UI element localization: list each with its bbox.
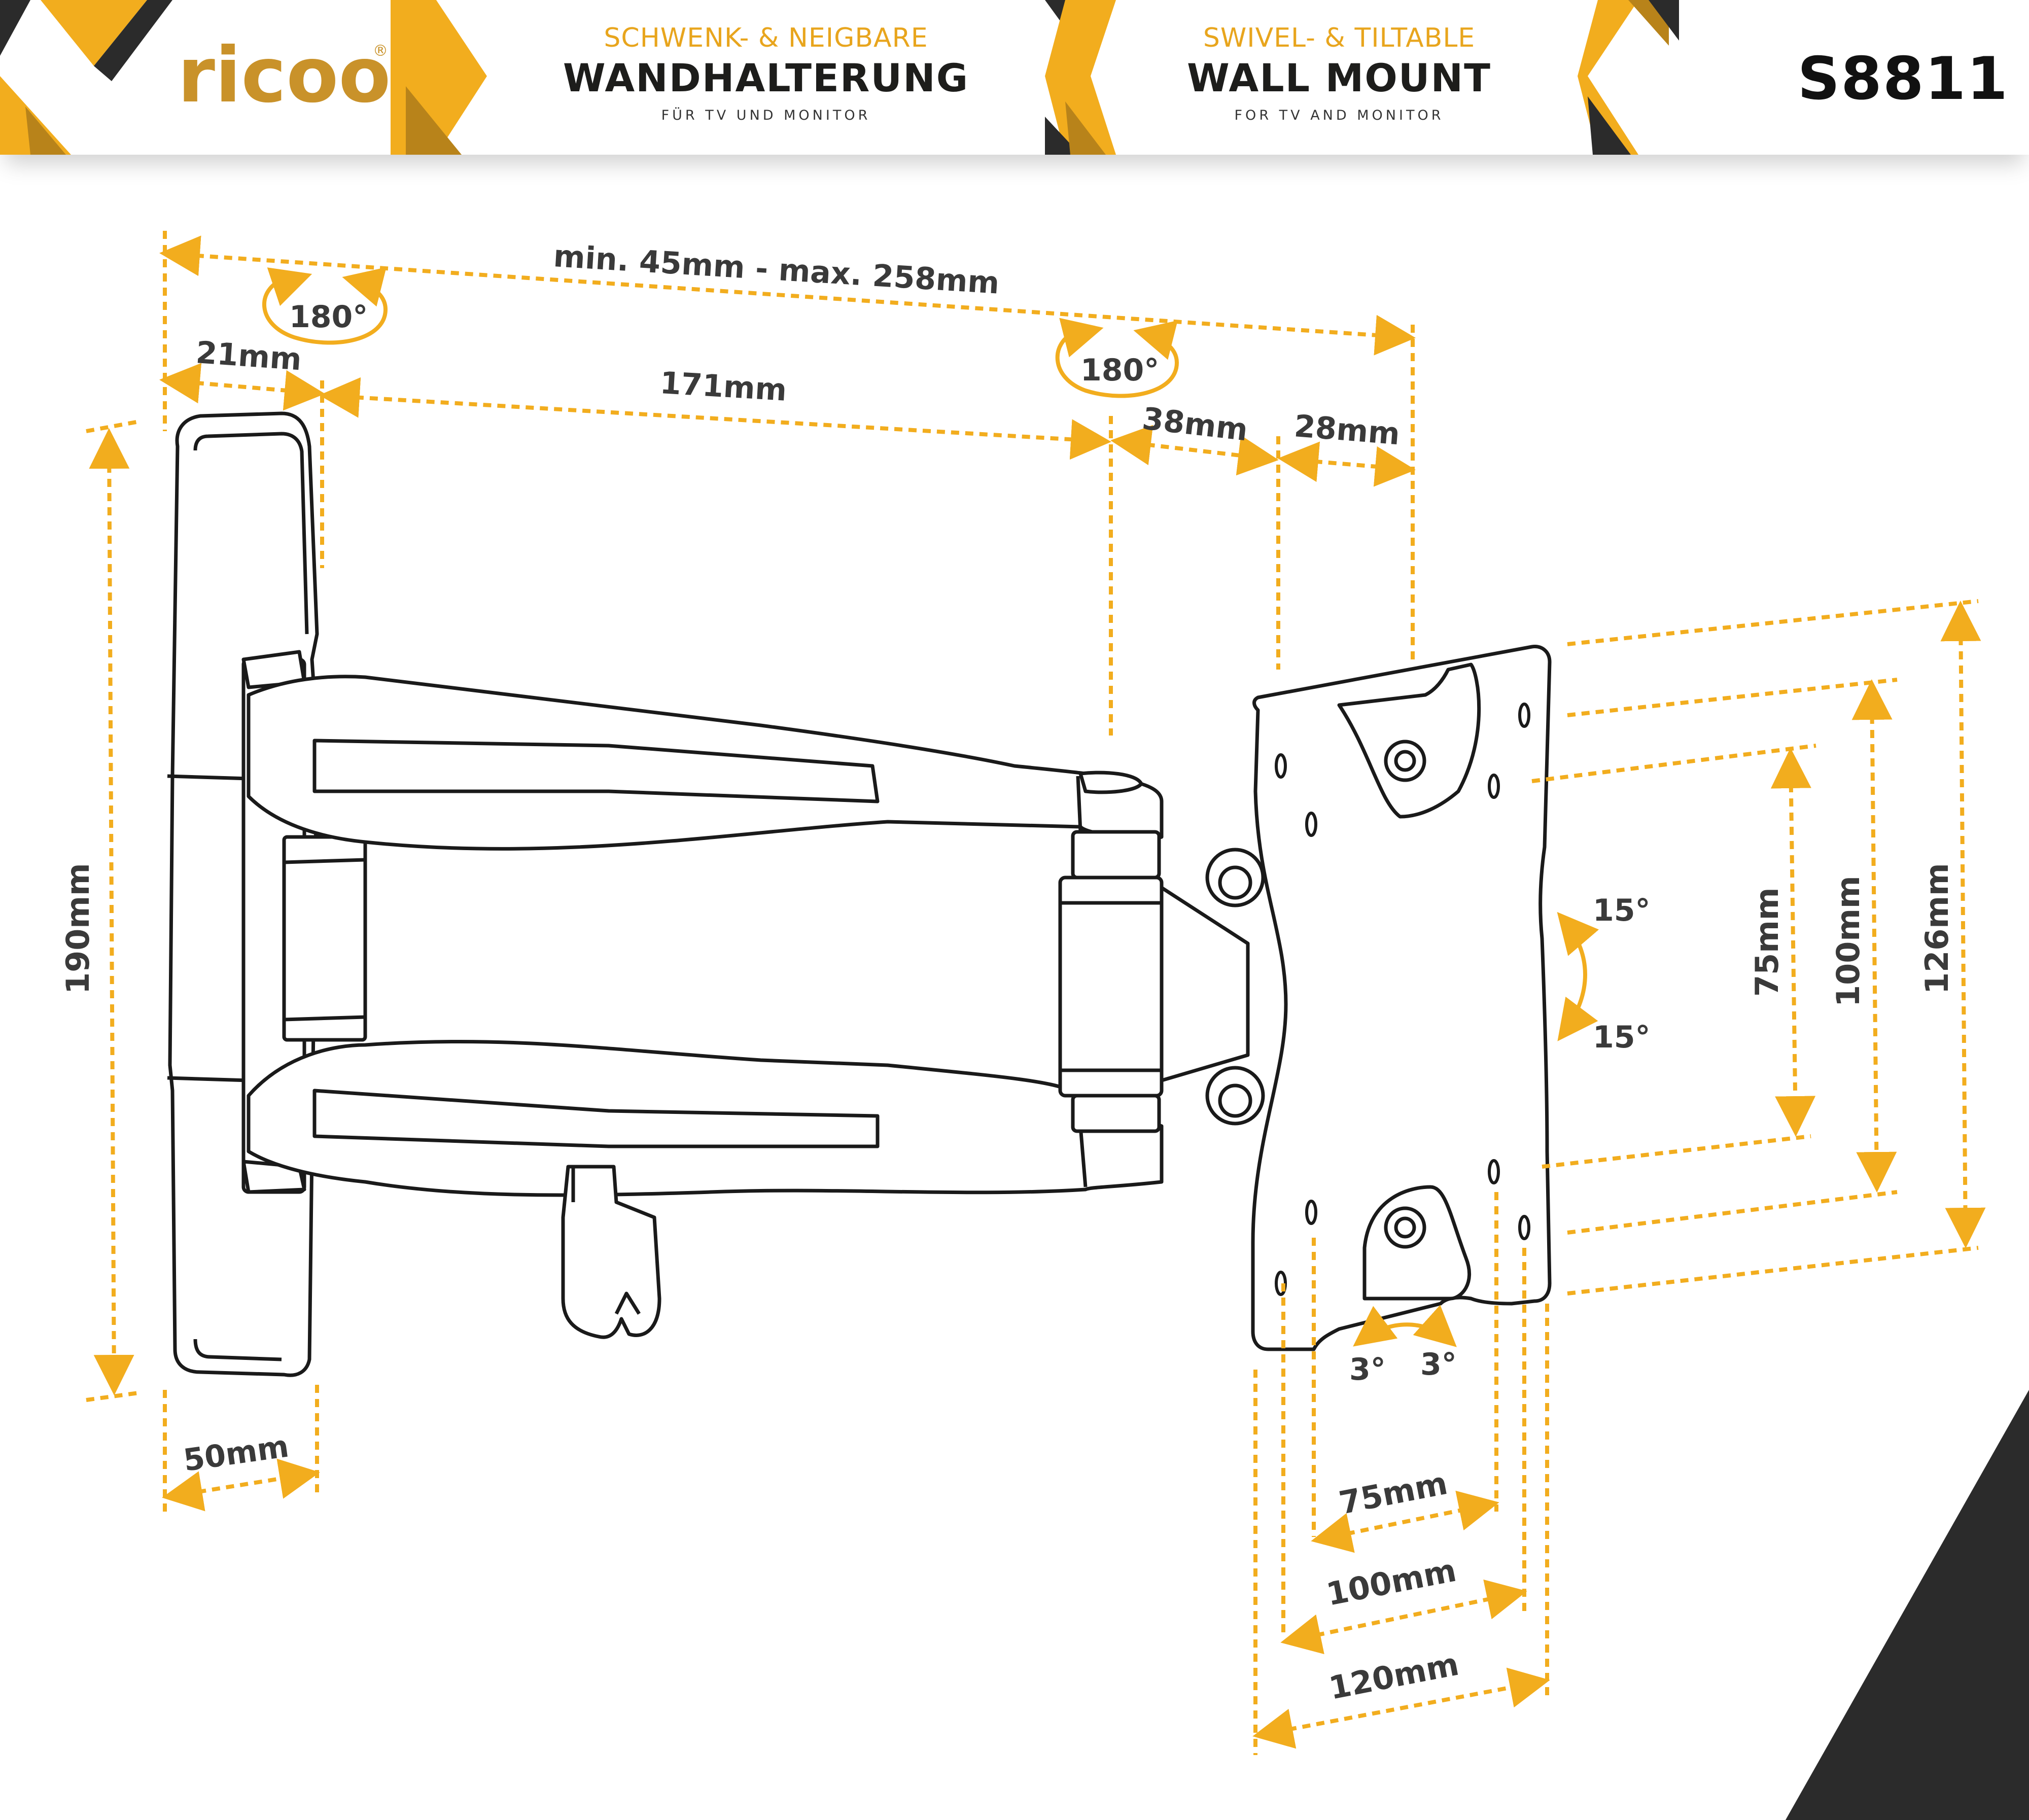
label-tilt-down: 15° [1593, 1020, 1651, 1055]
label-vesa-v3: 126mm [1918, 863, 1955, 994]
rotation-arcs [262, 267, 1599, 1347]
tilt-knobs [1205, 848, 1265, 1126]
title-english: SWIVEL- & TILTABLE WALL MOUNT FOR TV AND… [1096, 23, 1583, 123]
title-german: SCHWENK- & NEIGBARE WANDHALTERUNG FÜR TV… [522, 23, 1009, 123]
dimension-labels: min. 45mm - max. 258mm 180° 180° 21mm 17… [59, 238, 1955, 1707]
subtitle-english: SWIVEL- & TILTABLE [1203, 23, 1476, 53]
label-vesa-h3: 120mm [1326, 1646, 1462, 1707]
vesa-plate [1251, 645, 1552, 1351]
lower-arm [247, 1039, 1164, 1197]
brand-registered-mark: ® [373, 42, 388, 60]
label-total-depth: min. 45mm - max. 258mm [552, 238, 1000, 301]
arm-joint [1058, 830, 1250, 1133]
wall-mount-illustration [167, 411, 1552, 1377]
label-tilt-up: 15° [1593, 893, 1651, 928]
label-vesa-h2: 100mm [1323, 1552, 1459, 1613]
brand-name: ricoo [178, 31, 391, 117]
label-wall-plate-width: 50mm [181, 1429, 291, 1479]
cable-clip [561, 1165, 661, 1339]
product-title-german: WANDHALTERUNG [563, 55, 969, 100]
tagline-german: FÜR TV UND MONITOR [661, 108, 871, 123]
subtitle-german: SCHWENK- & NEIGBARE [604, 23, 928, 53]
header-banner: ricoo ® SCHWENK- & NEIGBARE WANDHALTERUN… [0, 0, 2029, 155]
label-rotate-left: 3° [1349, 1352, 1386, 1387]
label-wall-offset: 21mm [195, 335, 303, 377]
label-rotation-arm: 180° [1080, 353, 1159, 388]
label-rotate-right: 3° [1420, 1347, 1457, 1382]
label-vesa-h1: 75mm [1336, 1464, 1450, 1522]
label-plate-depth: 28mm [1293, 408, 1401, 452]
label-arm-length: 171mm [659, 365, 788, 408]
label-vesa-v2: 100mm [1830, 876, 1867, 1007]
dimension-lines [86, 231, 1986, 1755]
upper-arm [247, 675, 1164, 851]
label-rotation-wall: 180° [289, 299, 368, 335]
header-decoration [0, 0, 1679, 155]
label-vesa-v1: 75mm [1748, 888, 1786, 997]
label-joint-depth: 38mm [1140, 401, 1249, 448]
label-height: 190mm [59, 863, 96, 994]
product-title-english: WALL MOUNT [1187, 55, 1491, 100]
tagline-english: FOR TV AND MONITOR [1234, 108, 1444, 123]
corner-decoration [1786, 1390, 2029, 1820]
brand-logo: ricoo ® [172, 30, 396, 120]
model-number: S8811 [1797, 45, 2009, 113]
